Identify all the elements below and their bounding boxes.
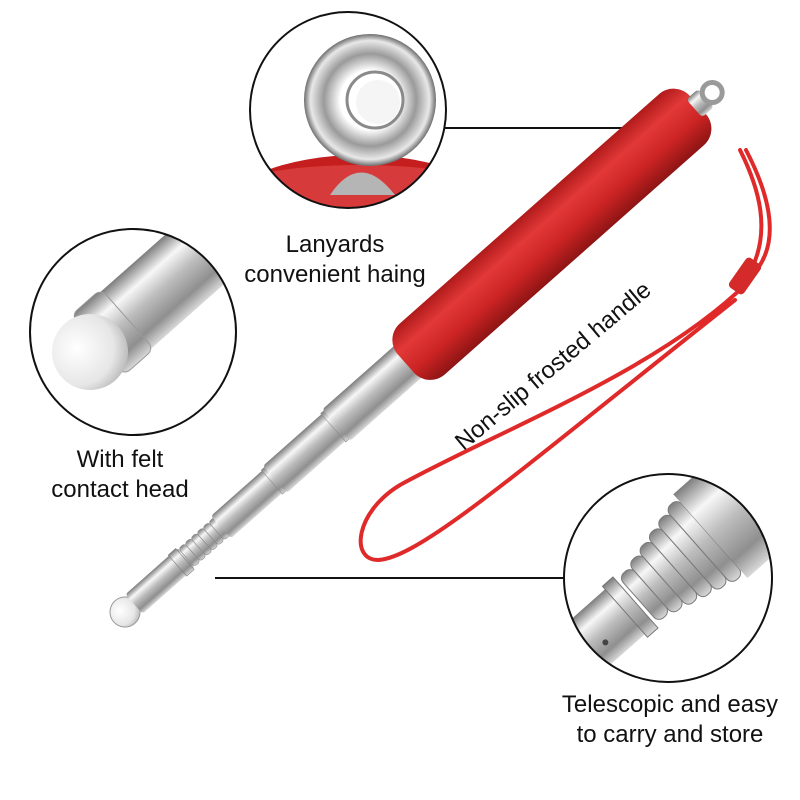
felt-caption: With felt contact head xyxy=(20,445,220,505)
telescopic-caption-line2: to carry and store xyxy=(576,721,764,748)
felt-caption-line1: With felt xyxy=(76,446,164,473)
lanyard-caption: Lanyards convenient haing xyxy=(220,230,450,290)
telescopic-zoom-circle xyxy=(564,474,772,682)
lanyard-caption-line1: Lanyards xyxy=(285,231,385,258)
telescopic-caption: Telescopic and easy to carry and store xyxy=(530,690,800,750)
red-handle xyxy=(392,88,712,380)
telescopic-pointer xyxy=(109,80,725,628)
felt-caption-line2: contact head xyxy=(51,476,189,503)
lanyard-cord xyxy=(358,148,772,563)
felt-zoom-circle xyxy=(30,229,236,435)
telescopic-caption-line1: Telescopic and easy xyxy=(561,691,779,718)
lanyard-slider xyxy=(728,257,762,295)
lanyard-caption-line2: convenient haing xyxy=(244,261,426,288)
